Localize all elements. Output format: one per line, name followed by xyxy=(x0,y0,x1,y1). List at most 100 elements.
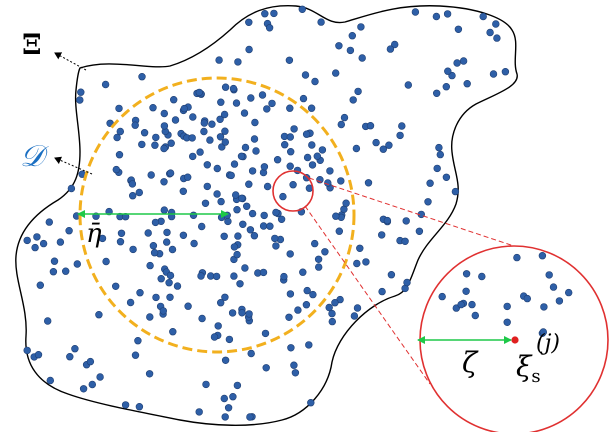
sample-point xyxy=(280,272,288,281)
sample-point xyxy=(170,95,178,104)
sample-point xyxy=(302,130,311,138)
sample-point xyxy=(305,341,313,349)
sample-point xyxy=(471,311,479,320)
sample-point xyxy=(383,216,392,225)
sample-point xyxy=(160,122,169,130)
sample-point xyxy=(251,118,259,127)
sample-point xyxy=(135,403,144,411)
sample-point xyxy=(61,267,70,275)
sample-point xyxy=(221,127,229,135)
sample-point xyxy=(190,239,198,248)
sample-point xyxy=(549,283,558,291)
sample-point xyxy=(415,227,424,236)
sample-point xyxy=(241,143,250,152)
sample-point xyxy=(180,104,189,113)
sample-point xyxy=(224,404,233,412)
sample-point xyxy=(131,121,139,129)
sample-point xyxy=(150,249,159,257)
sample-point xyxy=(298,5,306,14)
sample-point xyxy=(160,144,168,153)
sample-point xyxy=(73,260,82,268)
sample-point xyxy=(358,54,366,62)
sample-point xyxy=(163,228,171,237)
sample-point xyxy=(454,25,463,33)
sample-point xyxy=(147,171,155,179)
sample-point xyxy=(169,328,177,336)
sample-point xyxy=(398,122,406,130)
sample-point xyxy=(263,105,271,113)
sample-point xyxy=(479,12,487,21)
sample-point xyxy=(221,138,230,146)
sample-point xyxy=(337,177,345,185)
zoom-connector-top xyxy=(308,177,548,258)
sample-point xyxy=(111,282,120,290)
sample-point xyxy=(49,268,58,276)
sample-point xyxy=(337,120,345,129)
sample-point xyxy=(302,301,311,309)
sample-point xyxy=(352,144,361,153)
sample-point xyxy=(233,381,242,390)
sample-point xyxy=(313,152,321,160)
zeta-label: ζ xyxy=(462,346,479,379)
sample-point xyxy=(56,238,65,246)
sample-point xyxy=(166,169,175,177)
sample-point xyxy=(287,344,295,352)
sample-point xyxy=(160,109,169,118)
sample-point xyxy=(215,56,223,64)
sample-point xyxy=(426,179,434,187)
sample-point xyxy=(263,182,272,191)
xi-s-j-base: ξ xyxy=(516,350,533,383)
sample-point xyxy=(503,318,511,326)
sample-point xyxy=(285,56,294,64)
sample-point xyxy=(166,271,175,280)
sample-point xyxy=(238,309,246,317)
sample-point xyxy=(189,113,197,121)
sample-point xyxy=(184,173,192,181)
sample-point xyxy=(468,300,476,309)
sample-point xyxy=(260,211,268,220)
xi-pointer-arrow xyxy=(54,52,87,71)
sample-point xyxy=(245,180,253,188)
sample-point xyxy=(401,237,409,246)
sample-point xyxy=(138,140,146,149)
sample-point xyxy=(289,181,297,189)
sample-point xyxy=(66,353,74,361)
sample-point xyxy=(129,245,137,254)
sample-point xyxy=(113,133,121,142)
sample-point xyxy=(229,84,238,93)
sample-point xyxy=(402,217,410,225)
sample-point xyxy=(96,373,104,381)
sample-point xyxy=(443,10,452,18)
sample-point xyxy=(208,120,216,128)
sample-point xyxy=(146,313,154,321)
sample-point xyxy=(234,58,242,66)
sample-point xyxy=(411,8,420,16)
sample-point xyxy=(157,275,165,283)
sample-point xyxy=(217,197,225,206)
xi-s-j-superscript: (j) xyxy=(536,331,560,356)
sample-point xyxy=(98,234,107,243)
sample-point xyxy=(201,199,210,208)
sample-point xyxy=(173,282,182,290)
sample-point xyxy=(151,218,160,227)
sample-point xyxy=(299,94,308,103)
sample-point xyxy=(230,272,238,280)
sample-point xyxy=(221,356,230,364)
sample-point xyxy=(286,104,294,112)
sample-point xyxy=(46,376,54,385)
sample-point xyxy=(195,88,204,97)
sample-point xyxy=(101,80,110,89)
sample-point xyxy=(459,57,468,65)
sample-point xyxy=(135,188,144,197)
sample-point xyxy=(247,349,255,358)
sample-point xyxy=(149,242,158,250)
sample-point xyxy=(88,380,97,389)
sample-point xyxy=(259,268,268,277)
sample-point xyxy=(442,82,450,91)
sample-point xyxy=(220,232,228,241)
sample-point xyxy=(326,167,334,175)
sample-point xyxy=(357,23,365,31)
sample-point xyxy=(314,255,323,263)
sample-point xyxy=(160,178,168,186)
sample-point xyxy=(342,199,350,207)
